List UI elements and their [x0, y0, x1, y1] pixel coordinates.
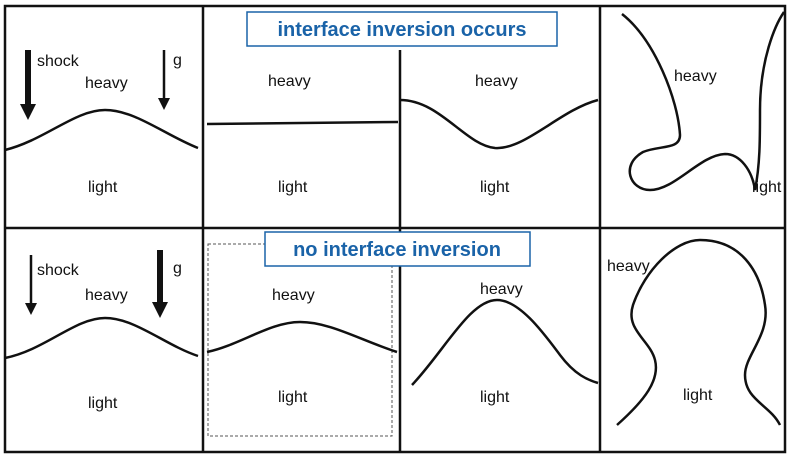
light-label: light	[278, 179, 308, 196]
heavy-label: heavy	[85, 287, 128, 304]
gravity-label: g	[173, 260, 182, 277]
shock-label: shock	[37, 53, 80, 70]
heavy-label: heavy	[85, 75, 128, 92]
bottom-panel-4: heavy light	[607, 238, 782, 426]
banner-top: interface inversion occurs	[246, 11, 558, 47]
light-label: light	[683, 387, 713, 404]
top-panel-2: heavy light	[206, 73, 399, 196]
interface-curve	[206, 320, 398, 354]
light-label: light	[752, 179, 782, 196]
interface-line	[206, 120, 399, 126]
banner-top-text: interface inversion occurs	[278, 19, 527, 41]
interface-curve	[4, 108, 199, 152]
shock-label: shock	[37, 262, 80, 279]
interface-curve	[411, 298, 599, 386]
heavy-label: heavy	[268, 73, 311, 90]
interface-curve	[4, 316, 199, 360]
gravity-arrow-head	[158, 98, 170, 110]
shock-arrow-head	[20, 104, 36, 120]
interface-curve	[399, 98, 599, 150]
light-label: light	[480, 389, 510, 406]
mushroom-interface	[621, 11, 786, 192]
banner-bottom-box	[264, 231, 531, 267]
banner-bottom-text: no interface inversion	[293, 239, 501, 261]
light-label: light	[88, 179, 118, 196]
bottom-panel-2: heavy light	[206, 243, 398, 437]
bubble-interface	[616, 238, 782, 426]
heavy-label: heavy	[480, 281, 523, 298]
top-panel-4: heavy light	[621, 11, 786, 196]
top-panel-3: heavy light	[399, 73, 599, 196]
bottom-panel-3: heavy light	[411, 281, 599, 406]
banner-top-box	[246, 11, 558, 47]
banner-bottom: no interface inversion	[264, 231, 531, 267]
gravity-arrow-head	[152, 302, 168, 318]
light-label: light	[480, 179, 510, 196]
top-panel-1: shock g heavy light	[4, 50, 199, 196]
panel-grid	[3, 4, 787, 454]
bottom-panel-1: shock g heavy light	[4, 250, 199, 412]
heavy-label: heavy	[272, 287, 315, 304]
shock-arrow-head	[25, 303, 37, 315]
heavy-label: heavy	[607, 258, 650, 275]
heavy-label: heavy	[475, 73, 518, 90]
light-label: light	[88, 395, 118, 412]
heavy-label: heavy	[674, 68, 717, 85]
light-label: light	[278, 389, 308, 406]
gravity-label: g	[173, 52, 182, 69]
